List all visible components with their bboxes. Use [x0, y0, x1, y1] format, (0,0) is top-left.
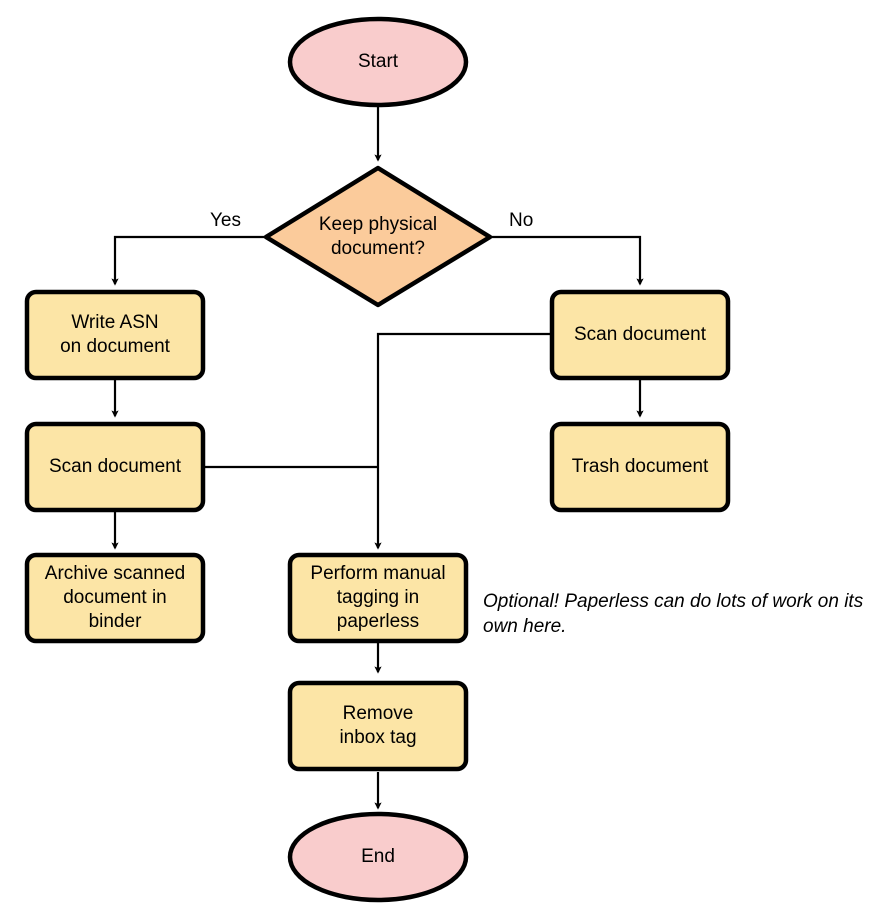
node-decision-shape[interactable]: [263, 165, 493, 308]
node-tagging-shape[interactable]: [287, 552, 469, 644]
node-end-shape[interactable]: [287, 811, 469, 903]
node-start-shape[interactable]: [287, 16, 469, 108]
optional-note: Optional! Paperless can do lots of work …: [483, 591, 864, 637]
node-scan-left-shape[interactable]: [24, 421, 206, 513]
node-archive-shape[interactable]: [24, 552, 206, 644]
edge-label-yes: Yes: [210, 210, 241, 231]
connector-no-to-scan-right: [490, 235, 644, 286]
edge-label-no: No: [509, 210, 534, 231]
node-trash-shape[interactable]: [549, 421, 731, 513]
node-scan-right-shape[interactable]: [549, 289, 731, 381]
node-write-asn-shape[interactable]: [24, 289, 206, 381]
connector-scan-right-to-tagging: [374, 332, 552, 550]
node-remove-inbox-shape[interactable]: [287, 680, 469, 772]
connector-yes-to-write-asn: [111, 235, 265, 286]
